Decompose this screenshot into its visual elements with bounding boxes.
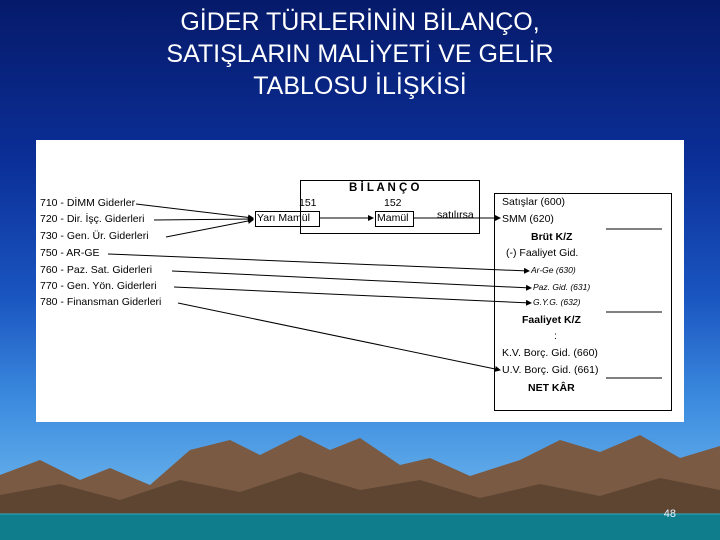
account-780: 780 - Finansman Giderleri (40, 296, 162, 308)
net-kar-label: NET KÂR (528, 382, 575, 394)
kv-borc-label: K.V. Borç. Gid. (660) (502, 347, 598, 359)
diagram-panel: 710 - DİMM Giderler 720 - Dir. İşç. Gide… (36, 140, 684, 422)
gyg-632-label: G.Y.G. (632) (533, 297, 581, 307)
yari-mamul-box (255, 211, 320, 227)
arge-630-label: Ar-Ge (630) (531, 265, 576, 275)
connector-arrows (107, 203, 662, 379)
account-750: 750 - AR-GE (40, 247, 100, 259)
title-line-2: SATIŞLARIN MALİYETİ VE GELİR (166, 40, 554, 68)
yari-mamul-label: Yarı Mamül (257, 212, 310, 224)
account-720: 720 - Dir. İşç. Giderleri (40, 213, 145, 225)
account-730: 730 - Gen. Ür. Giderleri (40, 230, 149, 242)
balance-title: B İ L A N Ç O (349, 182, 420, 194)
brut-kz-label: Brüt K/Z (531, 231, 573, 243)
balance-sheet-box (300, 180, 480, 234)
code-152: 152 (384, 197, 402, 209)
faaliyet-gid-label: (-) Faaliyet Gid. (506, 247, 579, 259)
slide-title: GİDER TÜRLERİNİN BİLANÇO, SATIŞLARIN MAL… (60, 6, 660, 102)
title-line-1: GİDER TÜRLERİNİN BİLANÇO, (180, 8, 540, 36)
smm-label: SMM (620) (502, 213, 554, 225)
page-number: 48 (663, 508, 676, 520)
account-710: 710 - DİMM Giderler (40, 197, 136, 209)
code-151: 151 (299, 197, 317, 209)
paz-631-label: Paz. Gid. (631) (533, 282, 591, 292)
satislar-label: Satışlar (600) (502, 196, 566, 208)
account-760: 760 - Paz. Sat. Giderleri (40, 264, 153, 276)
mountain-landscape (0, 435, 720, 540)
mamul-box (375, 211, 414, 227)
faaliyet-kz-label: Faaliyet K/Z (522, 314, 581, 326)
dots-label: : (554, 330, 557, 342)
mamul-label: Mamül (377, 212, 409, 224)
uv-borc-label: U.V. Borç. Gid. (661) (502, 364, 599, 376)
account-770: 770 - Gen. Yön. Giderleri (40, 280, 157, 292)
income-statement-box (494, 193, 672, 411)
title-line-3: TABLOSU İLİŞKİSİ (253, 72, 467, 100)
